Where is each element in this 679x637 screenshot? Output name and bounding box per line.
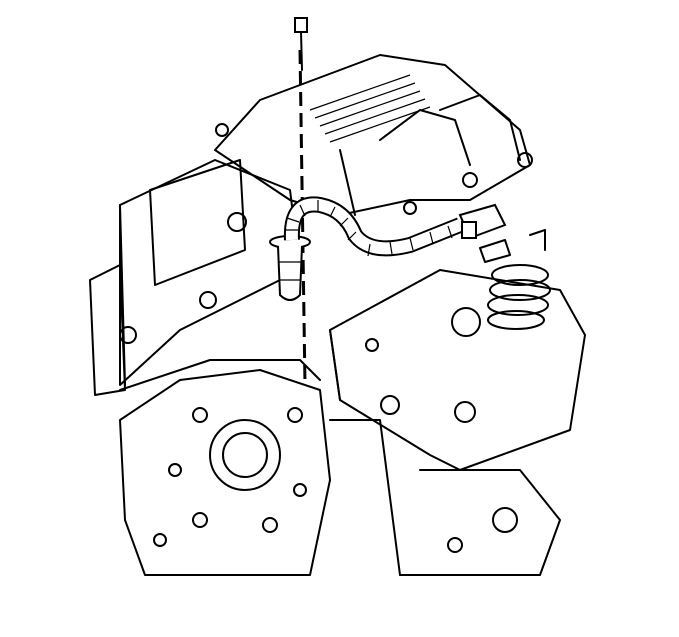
wiring-harness — [283, 196, 463, 257]
intake-manifold — [214, 54, 533, 216]
cylinder-head — [329, 269, 586, 576]
bolt — [294, 17, 308, 71]
engine-block — [89, 159, 321, 396]
installation-axis-line — [298, 49, 307, 386]
electrical-connector — [458, 203, 511, 263]
sensor — [269, 235, 311, 301]
front-cover — [119, 369, 401, 576]
valve-springs — [487, 229, 551, 330]
